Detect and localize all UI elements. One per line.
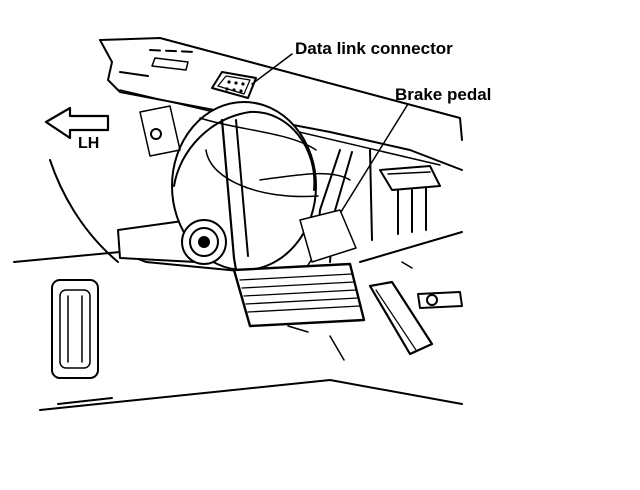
data-link-connector-label: Data link connector	[295, 39, 453, 58]
direction-label: LH	[78, 135, 100, 152]
right-console	[287, 149, 463, 361]
left-arrow-icon	[44, 106, 110, 140]
accelerator-pedal	[368, 280, 434, 356]
brake-pedal-arm	[220, 118, 357, 272]
brake-pedal-pad	[232, 262, 366, 328]
floor-vent	[51, 279, 99, 379]
steering-column	[117, 101, 319, 271]
dlc-leader-line	[251, 53, 293, 85]
data-link-connector	[211, 71, 257, 99]
brake-pedal-label: Brake pedal	[395, 85, 492, 104]
